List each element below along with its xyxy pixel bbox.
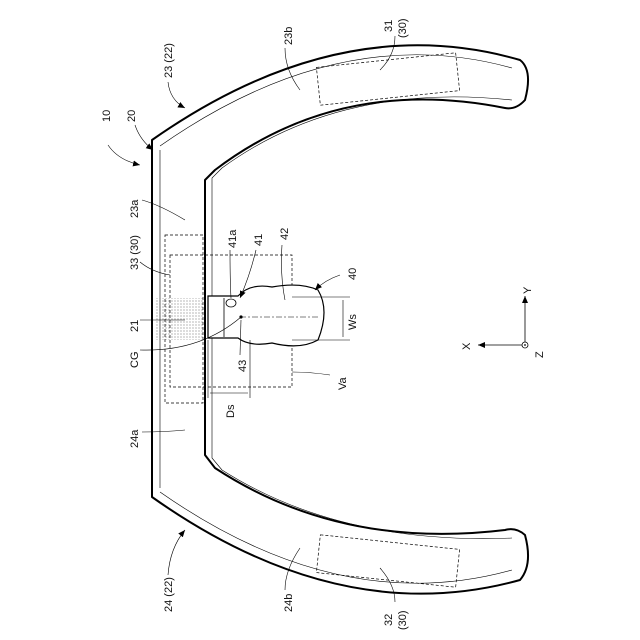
label-43: 43 [237, 360, 249, 372]
axis-label-y: Y [522, 286, 534, 294]
leader-24 [168, 530, 185, 575]
label-41a: 41a [227, 229, 239, 248]
label-ds: Ds [225, 404, 237, 418]
label-10: 10 [101, 110, 113, 122]
leader-20 [135, 125, 153, 150]
label-21: 21 [129, 320, 141, 332]
label-va: Va [337, 376, 349, 390]
label-31: 31 [383, 20, 395, 32]
label-ws: Ws [347, 314, 359, 330]
leader-23 [168, 82, 185, 108]
label-24b: 24b [283, 594, 295, 612]
label-32-sub: (30) [397, 610, 409, 630]
label-42: 42 [279, 228, 291, 240]
axis-label-x: X [461, 342, 473, 350]
axis-label-z: Z [534, 351, 546, 358]
label-23-22: 23 (22) [163, 43, 175, 78]
leader-va [292, 372, 330, 375]
label-20: 20 [126, 110, 138, 122]
label-24-22: 24 (22) [163, 577, 175, 612]
center-part-21 [156, 298, 204, 340]
label-cg: CG [129, 352, 141, 369]
label-40: 40 [347, 268, 359, 280]
leader-40 [315, 275, 340, 290]
label-32: 32 [383, 614, 395, 626]
leader-41a [230, 250, 231, 298]
label-23b: 23b [283, 27, 295, 45]
leader-10 [108, 145, 140, 165]
label-41: 41 [253, 234, 265, 246]
unit-outline [208, 285, 324, 346]
label-24a: 24a [129, 429, 141, 448]
label-31-sub: (30) [397, 18, 409, 38]
axis-origin-dot [524, 344, 526, 346]
label-23a: 23a [129, 199, 141, 218]
label-33-30: 33 (30) [129, 235, 141, 270]
